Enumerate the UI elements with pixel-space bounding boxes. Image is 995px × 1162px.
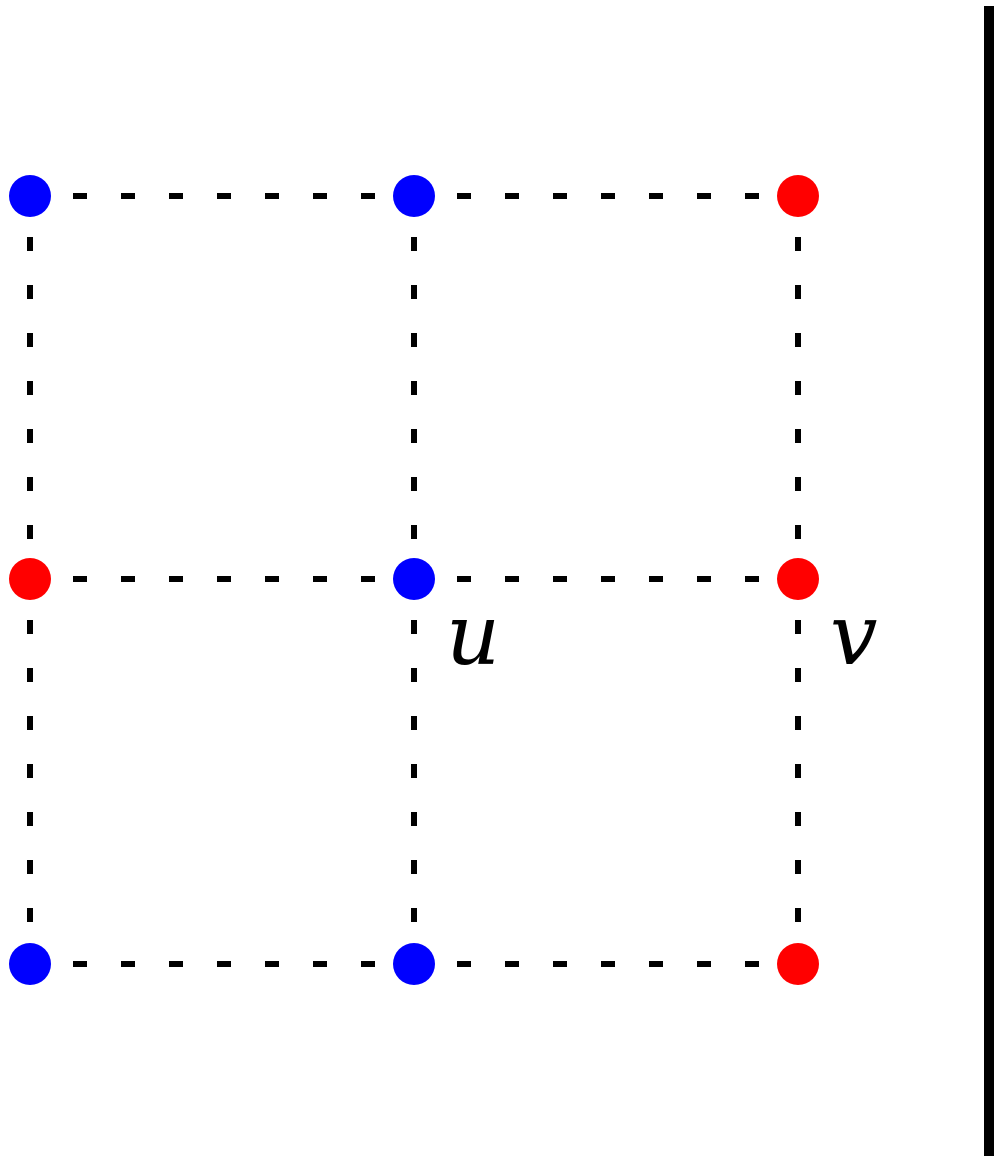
node-label-v: v: [830, 586, 877, 684]
node-n10-red: [9, 558, 51, 600]
node-n12-red: [777, 558, 819, 600]
node-label-u: u: [446, 586, 500, 684]
node-n20-blue: [9, 943, 51, 985]
node-n02-red: [777, 175, 819, 217]
nodes-layer: [9, 175, 819, 985]
node-n21-blue: [393, 943, 435, 985]
node-n01-blue: [393, 175, 435, 217]
edges-layer: [27, 193, 801, 967]
node-n22-red: [777, 943, 819, 985]
node-n00-blue: [9, 175, 51, 217]
node-n11-blue: [393, 558, 435, 600]
